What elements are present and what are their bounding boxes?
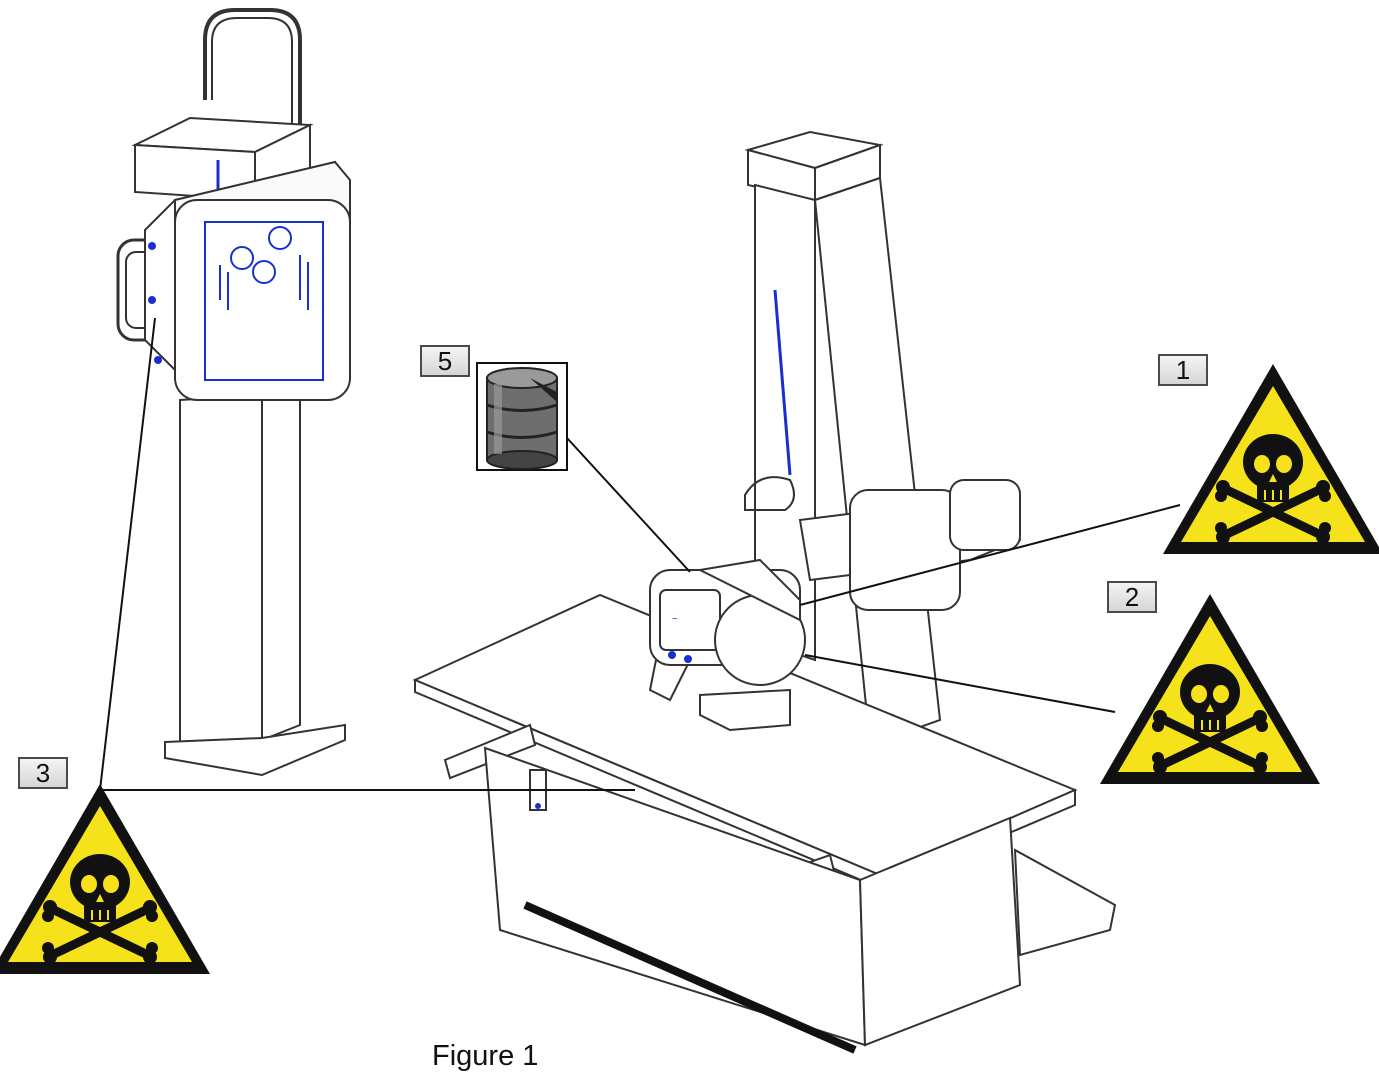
- leader-lines: [99, 317, 1181, 791]
- patient-table: [412, 593, 1117, 1054]
- tube-column: [744, 130, 1022, 747]
- callout-5: 5: [420, 345, 470, 377]
- hazard-warning-icon-1: [1163, 364, 1379, 554]
- svg-text:~: ~: [672, 614, 678, 625]
- hazard-warning-icon-3: [0, 784, 210, 974]
- callout-1: 1: [1158, 354, 1208, 386]
- callout-3: 3: [18, 757, 68, 789]
- figure-caption: Figure 1: [432, 1040, 539, 1072]
- callout-2: 2: [1107, 581, 1157, 613]
- oil-drum-icon: [476, 362, 568, 471]
- wall-stand: [116, 8, 351, 777]
- hazard-warning-icon-2: [1100, 594, 1320, 784]
- xray-tube-head: ~: [648, 558, 806, 732]
